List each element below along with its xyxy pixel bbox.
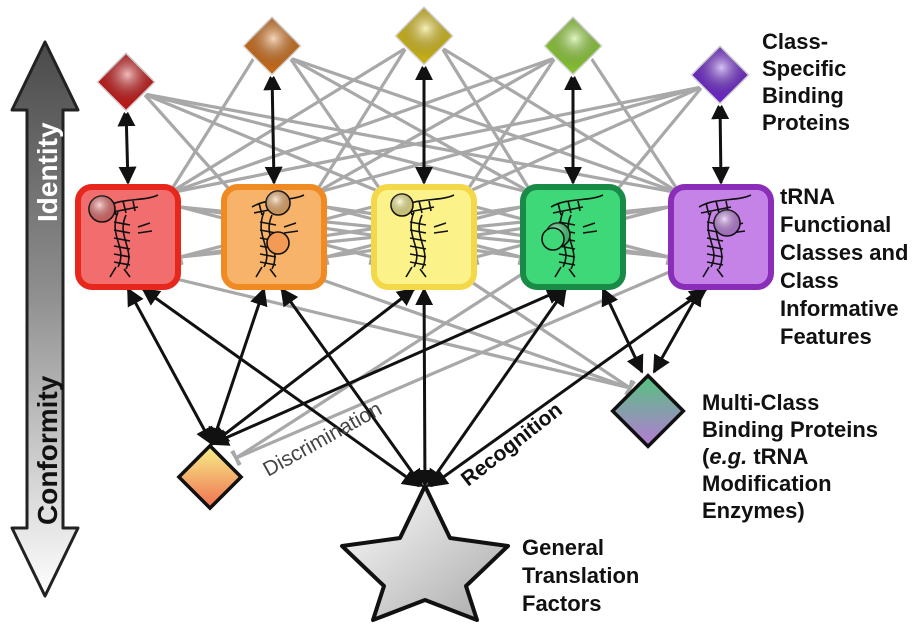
feature-sphere-shade — [391, 194, 413, 216]
inhibition-line — [230, 265, 534, 466]
general-factors-label-line: Translation — [522, 563, 639, 588]
recognition-label: Recognition — [457, 398, 567, 491]
interaction-arrow — [415, 287, 434, 488]
multi-class-label-line: Enzymes) — [702, 498, 805, 523]
axis-arrow-icon — [10, 40, 80, 598]
trna-classes-label-line: tRNA — [780, 184, 835, 209]
trna-structure-icon — [698, 194, 752, 278]
feature-sphere-shade — [89, 196, 115, 222]
trna-classes-label-line: Functional — [780, 212, 891, 237]
interaction-arrow — [263, 72, 283, 185]
interaction-arrow — [711, 101, 730, 185]
class-specific-diamond-shade-red — [96, 52, 156, 112]
interaction-arrows — [117, 62, 730, 488]
multi-class-label-line: (e.g. tRNA — [702, 444, 808, 469]
class-specific-diamond-shade-orange — [242, 16, 302, 76]
class-specific-label-line: Class- — [762, 29, 828, 54]
class-specific-proteins — [94, 4, 752, 114]
trna-classes-label: tRNA Functional Classes and Class Inform… — [780, 184, 908, 349]
interaction-arrow — [126, 287, 214, 446]
inhibition-line — [161, 57, 256, 199]
general-factors-label: General Translation Factors — [522, 535, 639, 616]
feature-sphere-icon — [266, 231, 290, 255]
conformity-label: Conformity — [32, 375, 63, 525]
trna-class-boxes — [75, 184, 774, 290]
class-specific-label: Class- Specific Binding Proteins — [762, 29, 850, 135]
interaction-arrow — [210, 287, 565, 446]
trna-class-box-green — [520, 184, 626, 290]
general-factors-label-line: General — [522, 535, 604, 560]
interaction-arrow — [652, 287, 703, 374]
general-translation-factor-star — [340, 484, 510, 622]
trna-classes-label-line: Informative — [780, 296, 899, 321]
multi-class-protein-diamond — [610, 373, 686, 449]
trna-class-box-purple — [668, 184, 774, 290]
interaction-arrow — [601, 287, 644, 374]
inhibition-line — [143, 92, 536, 202]
interaction-arrow — [429, 287, 708, 488]
feature-sphere-icon — [541, 227, 565, 251]
feature-sphere-shade — [266, 191, 290, 215]
multi-class-label-line: Modification — [702, 471, 832, 496]
discriminated-protein-diamond — [176, 443, 244, 511]
interaction-arrow — [117, 108, 137, 185]
feature-sphere-shade — [714, 210, 740, 236]
identity-conformity-axis: Identity Conformity — [10, 40, 80, 598]
trna-classes-label-line: Classes and — [780, 240, 908, 265]
general-factors-label-line: Factors — [522, 591, 601, 616]
interaction-arrow — [208, 287, 268, 446]
inhibition-line — [589, 57, 688, 199]
multi-class-label: Multi-Class Binding Proteins (e.g. tRNA … — [702, 390, 878, 523]
class-specific-diamond-shade-purple — [690, 45, 750, 105]
trna-classes-label-line: Features — [780, 324, 872, 349]
class-specific-label-line: Proteins — [762, 110, 850, 135]
trna-class-box-yellow — [371, 184, 477, 290]
identity-label: Identity — [32, 122, 63, 222]
multi-class-label-italic: e.g. — [709, 444, 747, 469]
multi-class-label-line: Binding Proteins — [702, 417, 878, 442]
class-specific-label-line: Binding — [762, 83, 844, 108]
multi-class-label-line: Multi-Class — [702, 390, 819, 415]
inhibition-line — [231, 265, 682, 466]
class-specific-label-line: Specific — [762, 56, 846, 81]
class-specific-diamond-shade-yellow — [394, 6, 454, 66]
class-specific-diamond-shade-green — [543, 16, 603, 76]
trna-class-box-orange — [221, 184, 327, 290]
trna-classes-label-line: Class — [780, 268, 839, 293]
trna-class-box-red — [75, 184, 181, 290]
